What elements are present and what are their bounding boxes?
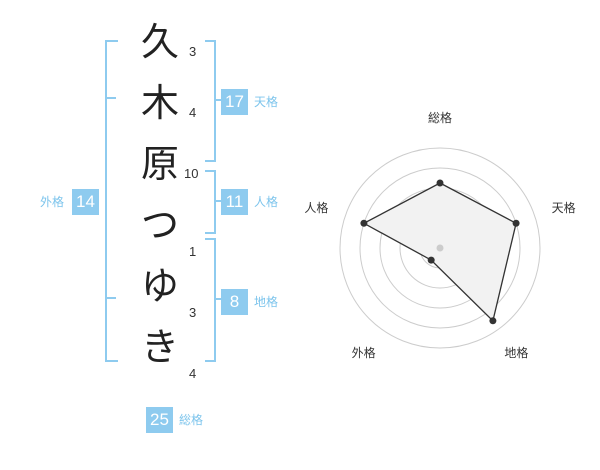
chikaku-label: 地格 xyxy=(254,295,279,309)
radar-points xyxy=(360,179,520,325)
radar-point-4 xyxy=(427,256,435,264)
stroke-count-1: 3 xyxy=(189,44,197,59)
radar-ring-5 xyxy=(339,147,541,349)
tenkaku-value-badge: 17 xyxy=(221,89,248,115)
tenkaku-bracket-stem xyxy=(216,99,222,101)
radar-ring-2 xyxy=(399,207,481,289)
chikaku-bracket-stem xyxy=(216,298,222,300)
radar-axis-label-5: 人格 xyxy=(304,200,328,215)
jinkaku-label: 人格 xyxy=(254,195,279,209)
chikaku-bracket xyxy=(205,238,216,362)
name-char-6: き xyxy=(140,325,179,369)
stroke-count-2: 4 xyxy=(189,105,197,120)
radar-grid xyxy=(339,147,541,349)
gaikaku-label: 外格 xyxy=(40,195,65,209)
jinkaku-value-badge: 11 xyxy=(221,189,248,215)
soukaku-label: 総格 xyxy=(179,413,204,427)
soukaku-value-badge: 25 xyxy=(146,407,173,433)
gaikaku-bracket-tick-upper xyxy=(107,97,116,99)
name-char-5: ゆ xyxy=(140,264,179,308)
radar-polygon xyxy=(362,182,517,323)
radar-point-5 xyxy=(360,219,368,227)
radar-point-1 xyxy=(436,179,444,187)
jinkaku-bracket-stem xyxy=(216,200,222,202)
name-char-4: つ xyxy=(140,203,179,247)
radar-point-2 xyxy=(512,219,520,227)
chikaku-value-badge: 8 xyxy=(221,289,248,315)
stroke-count-4: 1 xyxy=(189,244,197,259)
stroke-count-3: 10 xyxy=(184,166,199,181)
radar-center-dot xyxy=(436,244,444,252)
stroke-count-6: 4 xyxy=(189,366,197,381)
name-char-2: 木 xyxy=(140,81,179,125)
radar-ring-1 xyxy=(419,227,461,269)
tenkaku-label: 天格 xyxy=(254,95,279,109)
radar-axis-label-4: 外格 xyxy=(352,345,376,360)
radar-axis-label-2: 天格 xyxy=(552,200,576,215)
radar-ring-4 xyxy=(359,167,521,329)
radar-axis-label-3: 地格 xyxy=(504,345,528,360)
jinkaku-bracket xyxy=(205,170,216,234)
radar-ring-3 xyxy=(379,187,501,309)
stroke-count-5: 3 xyxy=(189,305,197,320)
gaikaku-bracket xyxy=(105,40,118,362)
gaikaku-value-badge: 14 xyxy=(72,189,99,215)
radar-point-3 xyxy=(489,317,497,325)
name-char-1: 久 xyxy=(140,20,179,64)
tenkaku-bracket xyxy=(205,40,216,162)
radar-axis-label-1: 総格 xyxy=(428,110,452,125)
gaikaku-bracket-tick-lower xyxy=(107,297,116,299)
name-char-3: 原 xyxy=(140,142,179,186)
